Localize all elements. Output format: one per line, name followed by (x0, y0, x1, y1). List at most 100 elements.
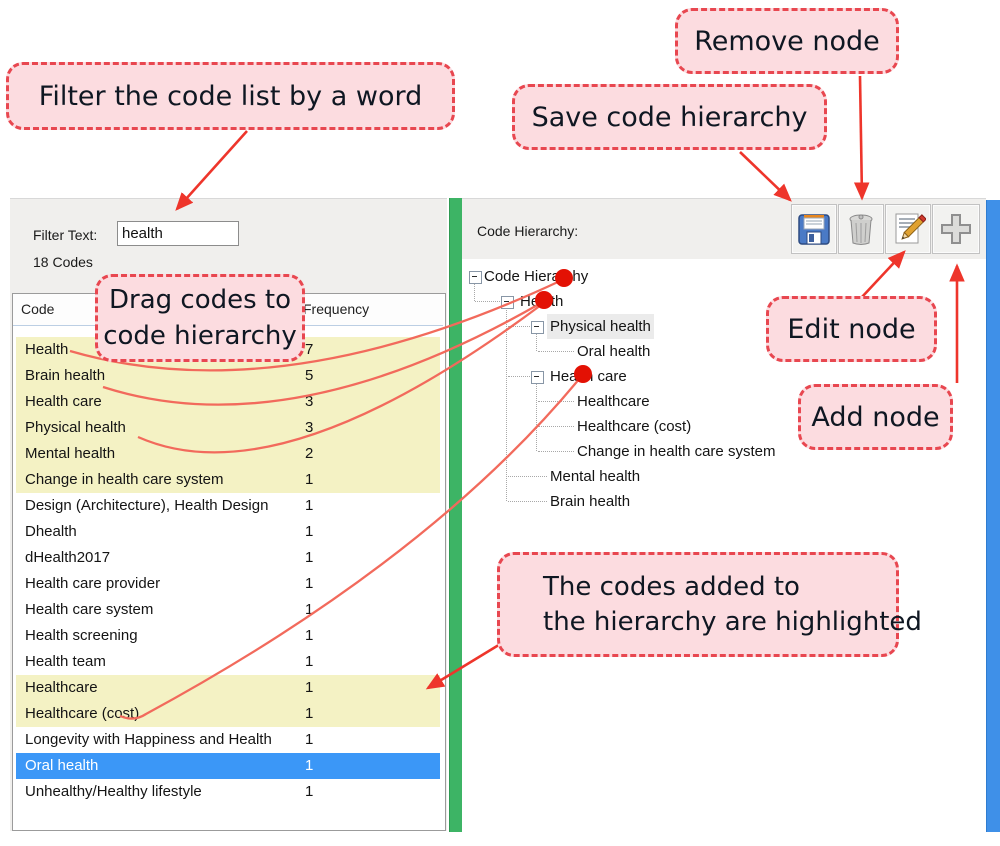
column-header-frequency[interactable]: Frequency (303, 301, 370, 317)
frequency-cell: 1 (305, 757, 314, 774)
frequency-cell: 1 (305, 497, 314, 514)
code-cell: Dhealth (25, 523, 77, 540)
list-item[interactable]: Healthcare 1 (16, 675, 440, 701)
code-cell: Health care (25, 393, 102, 410)
hierarchy-title: Code Hierarchy: (477, 223, 579, 239)
frequency-cell: 1 (305, 601, 314, 618)
list-item[interactable]: Physical health 3 (16, 415, 440, 441)
tree-node-label[interactable]: Physical health (547, 314, 654, 339)
code-cell: Longevity with Happiness and Health (25, 731, 272, 748)
tree-node[interactable]: Change in health care system (462, 439, 982, 464)
frequency-cell: 1 (305, 653, 314, 670)
tree-node-label[interactable]: Healthcare (cost) (577, 418, 692, 435)
frequency-cell: 1 (305, 575, 314, 592)
list-item[interactable]: Brain health 5 (16, 363, 440, 389)
callout-edit-node: Edit node (766, 296, 937, 362)
code-cell: Health team (25, 653, 106, 670)
floppy-disk-icon (798, 214, 830, 245)
list-item[interactable]: Health team 1 (16, 649, 440, 675)
code-cell: Physical health (25, 419, 126, 436)
edit-pencil-icon (895, 213, 926, 244)
list-item[interactable]: Oral health 1 (16, 753, 440, 779)
code-cell: Oral health (25, 757, 99, 774)
frequency-cell: 3 (305, 419, 314, 436)
code-cell: Unhealthy/Healthy lifestyle (25, 783, 202, 800)
list-item[interactable]: Health care system 1 (16, 597, 440, 623)
list-item[interactable]: Design (Architecture), Health Design 1 (16, 493, 440, 519)
frequency-cell: 1 (305, 627, 314, 644)
frequency-cell: 1 (305, 523, 314, 540)
tree-node-label[interactable]: Code Hierarchy (484, 268, 589, 285)
callout-save-hierarchy: Save code hierarchy (512, 84, 827, 150)
list-item[interactable]: Health care 3 (16, 389, 440, 415)
tree-node[interactable]: Healthcare (462, 389, 982, 414)
save-hierarchy-button[interactable] (791, 204, 837, 254)
vertical-scrollbar[interactable] (986, 200, 1000, 832)
code-cell: dHealth2017 (25, 549, 111, 566)
tree-node[interactable]: Oral health (462, 339, 982, 364)
code-cell: Design (Architecture), Health Design (25, 497, 269, 514)
list-item[interactable]: Unhealthy/Healthy lifestyle 1 (16, 779, 440, 805)
list-item[interactable]: Change in health care system 1 (16, 467, 440, 493)
frequency-cell: 3 (305, 393, 314, 410)
annotation-arrow-save (739, 151, 792, 202)
frequency-cell: 1 (305, 783, 314, 800)
tree-expander-icon[interactable] (531, 371, 544, 384)
tree-node-label[interactable]: Change in health care system (577, 443, 776, 460)
code-cell: Brain health (25, 367, 106, 384)
list-item[interactable]: Health screening 1 (16, 623, 440, 649)
tree-node-label[interactable]: Mental health (550, 468, 641, 485)
list-item[interactable]: dHealth2017 1 (16, 545, 440, 571)
code-cell: Health screening (25, 627, 138, 644)
filter-input[interactable] (117, 221, 239, 246)
list-item[interactable]: Longevity with Happiness and Health 1 (16, 727, 440, 753)
list-item[interactable]: Mental health 2 (16, 441, 440, 467)
list-item[interactable]: Dhealth 1 (16, 519, 440, 545)
code-cell: Health care system (25, 601, 154, 618)
annotation-arrow-remove (853, 75, 870, 201)
code-cell: Health care provider (25, 575, 161, 592)
callout-filter: Filter the code list by a word (6, 62, 455, 130)
code-cell: Mental health (25, 445, 116, 462)
frequency-cell: 5 (305, 367, 314, 384)
trash-icon (849, 214, 873, 245)
tree-expander-icon[interactable] (531, 321, 544, 334)
code-cell: Health (25, 341, 69, 358)
frequency-cell: 1 (305, 679, 314, 696)
plus-icon (941, 214, 971, 244)
tree-node[interactable]: Brain health (462, 489, 982, 514)
codes-count-label: 18 Codes (33, 254, 93, 270)
callout-highlighted-codes: The codes added to the hierarchy are hig… (497, 552, 922, 657)
tree-node-label[interactable]: Oral health (577, 343, 651, 360)
tree-node-label[interactable]: Healthcare (577, 393, 650, 410)
code-cell: Healthcare (25, 679, 98, 696)
tree-expander-icon[interactable] (501, 296, 514, 309)
column-header-code[interactable]: Code (21, 301, 55, 317)
frequency-cell: 7 (305, 341, 314, 358)
callout-drag-codes: Drag codes to code hierarchy (95, 274, 305, 362)
tree-expander-icon[interactable] (469, 271, 482, 284)
list-item[interactable]: Healthcare (cost) 1 (16, 701, 440, 727)
tree-node-label[interactable]: Health care (550, 368, 627, 385)
list-item[interactable]: Health care provider 1 (16, 571, 440, 597)
filter-text-label: Filter Text: (33, 227, 98, 243)
add-node-button[interactable] (932, 204, 980, 254)
frequency-cell: 1 (305, 731, 314, 748)
code-cell: Healthcare (cost) (25, 705, 140, 722)
remove-node-button[interactable] (838, 204, 884, 254)
tree-node[interactable]: Healthcare (cost) (462, 414, 982, 439)
tree-node[interactable]: Code Hierarchy (462, 264, 982, 289)
tree-node[interactable]: Mental health (462, 464, 982, 489)
tree-node-label[interactable]: Brain health (550, 493, 631, 510)
edit-node-button[interactable] (885, 204, 931, 254)
panel-splitter[interactable] (449, 198, 463, 832)
frequency-cell: 2 (305, 445, 314, 462)
frequency-cell: 1 (305, 549, 314, 566)
callout-add-node: Add node (798, 384, 953, 450)
code-cell: Change in health care system (25, 471, 224, 488)
frequency-cell: 1 (305, 471, 314, 488)
tree-node-label[interactable]: Health (520, 293, 564, 310)
frequency-cell: 1 (305, 705, 314, 722)
